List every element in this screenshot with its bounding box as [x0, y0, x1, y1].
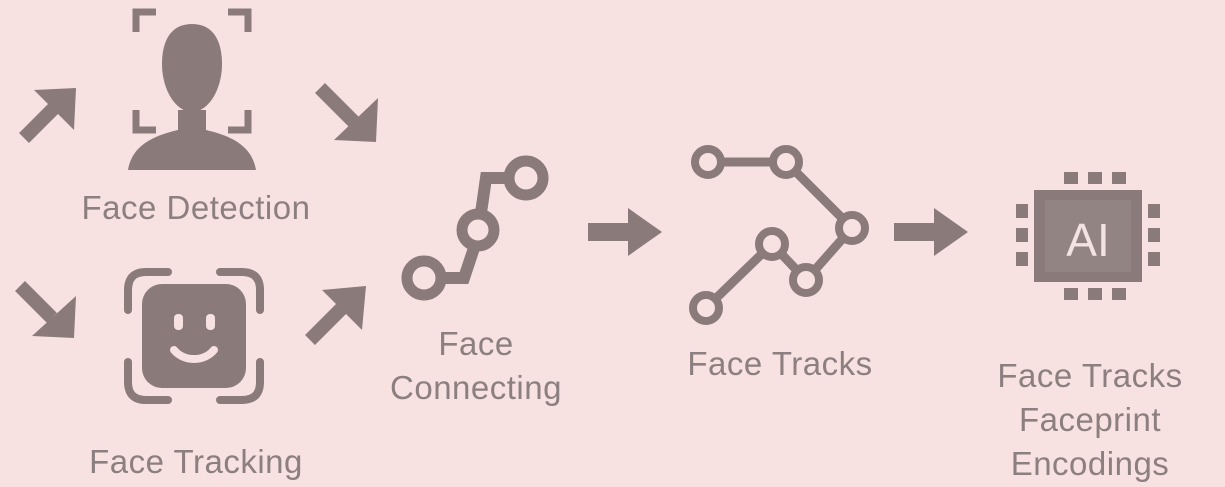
arrow-up-right-icon — [305, 286, 366, 345]
arrow-right-icon — [588, 208, 662, 256]
faceprint-label-line3: Encodings — [1010, 445, 1170, 482]
faceprint-label-line1: Face Tracks — [997, 357, 1183, 394]
arrow-down-right-icon — [15, 281, 76, 338]
arrow-down-right-icon — [315, 83, 378, 142]
faceprint-label-line2: Faceprint — [1018, 401, 1162, 438]
arrow-up-right-icon — [19, 88, 76, 143]
face-connecting-label: Face Connecting — [356, 322, 596, 410]
person-detection-icon — [128, 8, 256, 170]
node-path-icon — [401, 155, 549, 301]
face-connecting-label-line2: Connecting — [390, 369, 562, 406]
face-tracks-label: Face Tracks — [687, 345, 873, 382]
faceprint-encodings-label: Face Tracks Faceprint Encodings — [960, 354, 1220, 486]
arrow-right-icon — [894, 208, 968, 256]
ai-chip-icon: AI — [1016, 172, 1160, 300]
face-connecting-label-line1: Face — [438, 325, 514, 362]
face-detection-label: Face Detection — [81, 189, 311, 226]
face-id-icon — [124, 268, 264, 404]
face-tracking-label: Face Tracking — [89, 443, 303, 480]
track-graph-icon — [689, 145, 869, 325]
ai-chip-text: AI — [1066, 214, 1109, 266]
